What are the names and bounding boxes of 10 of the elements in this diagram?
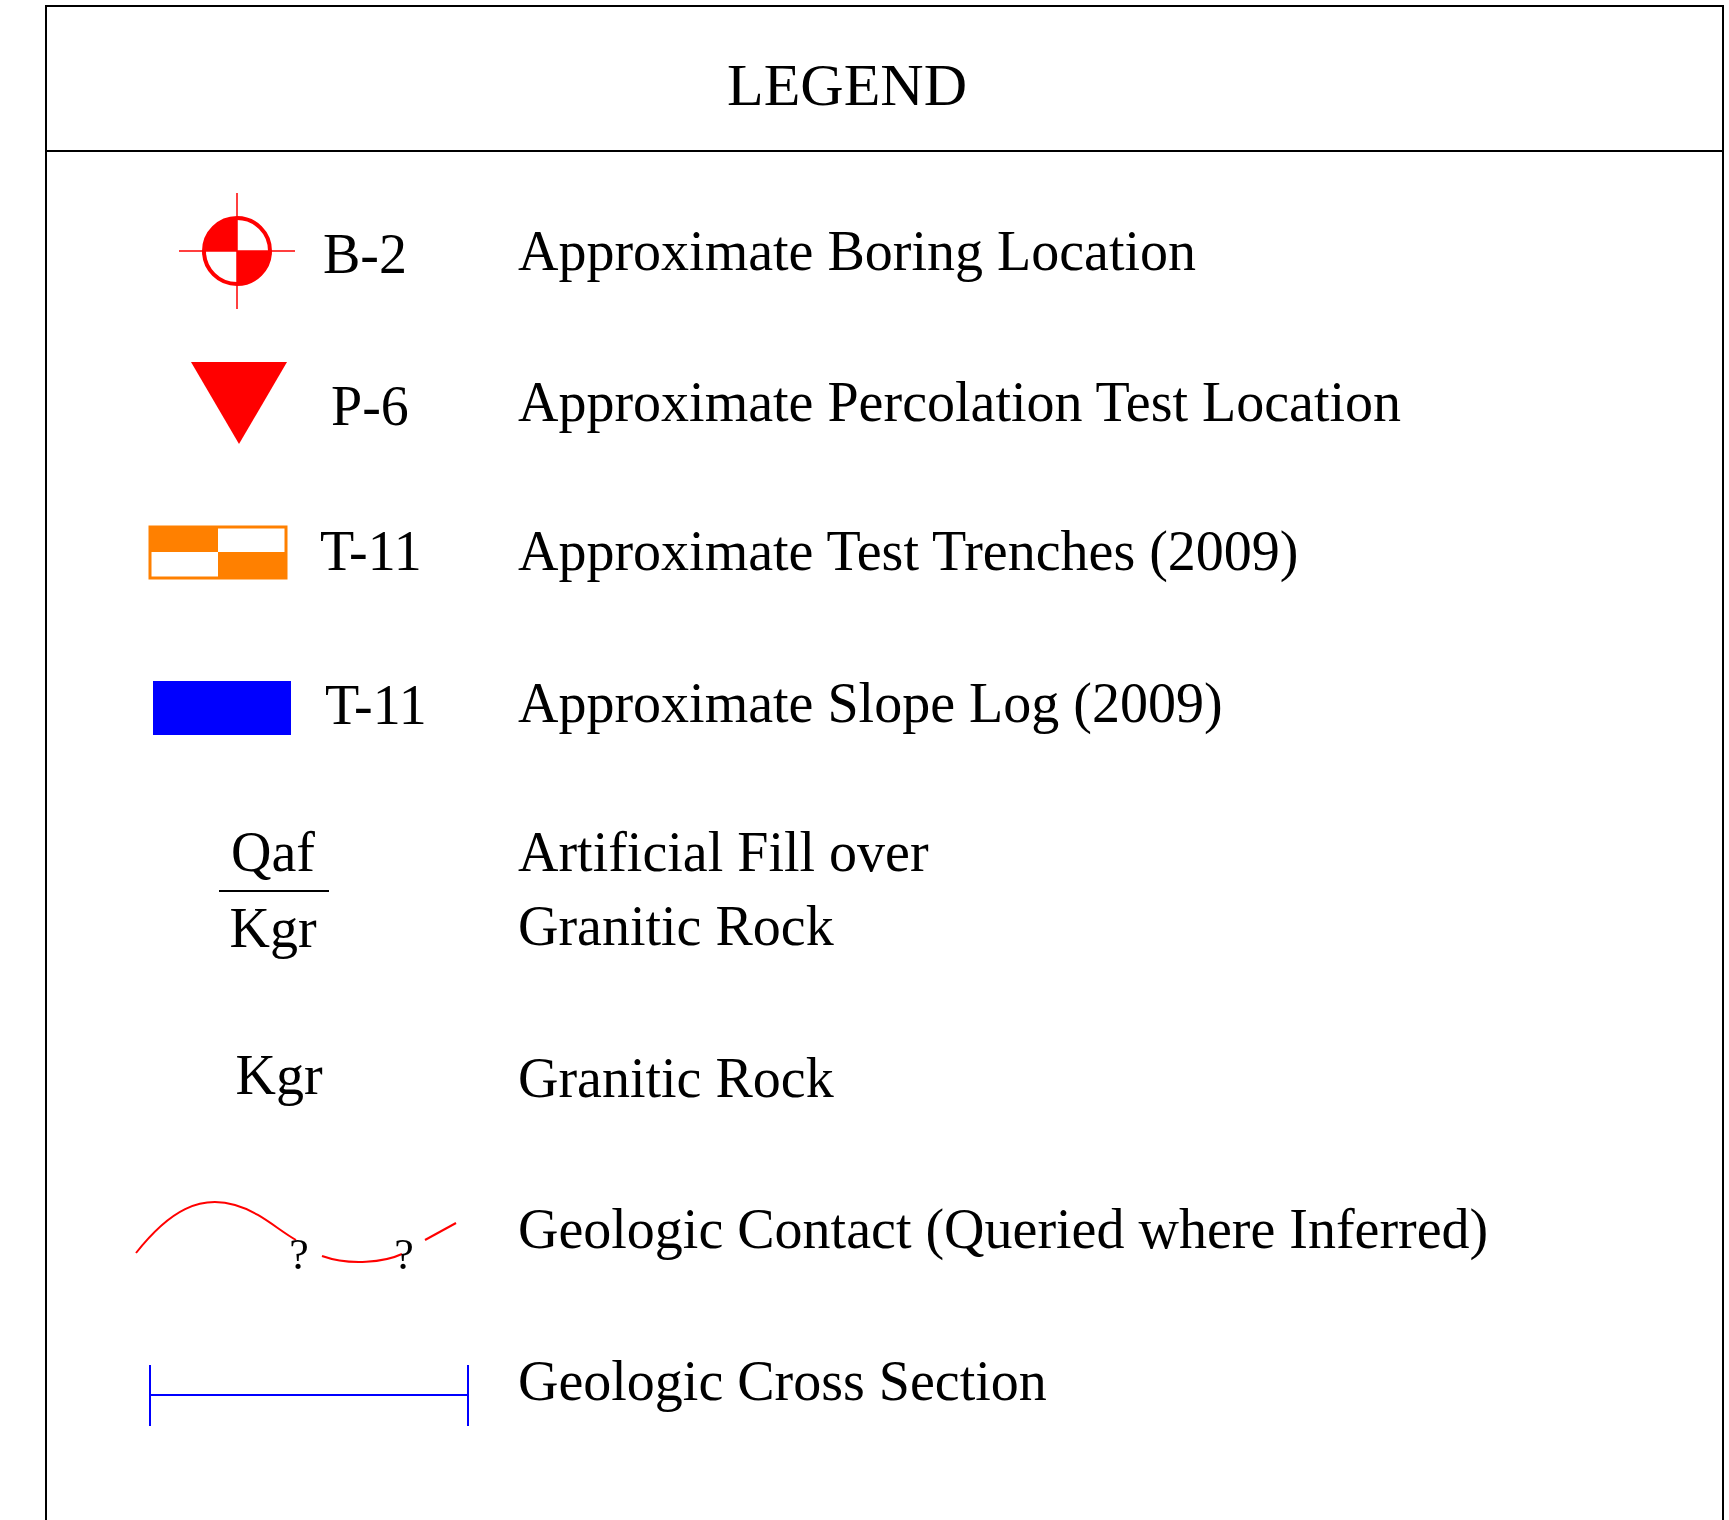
trench-code: T-11 — [320, 523, 422, 579]
legend-title: LEGEND — [726, 55, 968, 115]
slope-log-code: T-11 — [325, 677, 427, 733]
unit-symbol: Qaf — [230, 824, 316, 880]
legend-text: Granitic Rock — [518, 1050, 834, 1106]
query-mark: ? — [393, 1233, 415, 1277]
boring-code: B-2 — [323, 226, 407, 282]
legend-text: Artificial Fill over Granitic Rock — [518, 820, 930, 959]
percolation-code: P-6 — [331, 378, 409, 434]
query-mark: ? — [288, 1233, 310, 1277]
